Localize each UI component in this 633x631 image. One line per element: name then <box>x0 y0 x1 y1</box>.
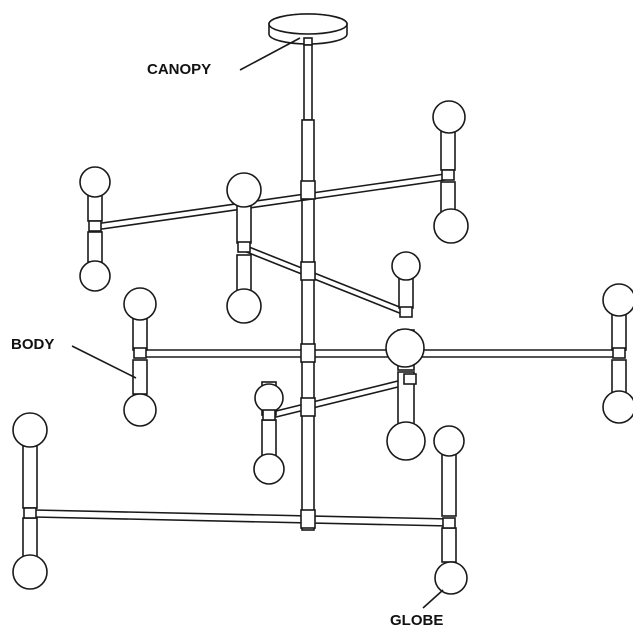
arm-collars <box>23 169 626 529</box>
lamp-down-4 <box>123 359 157 427</box>
label-body: BODY <box>11 336 54 353</box>
lamp-up-7 <box>385 328 425 371</box>
arms <box>33 173 620 527</box>
up-lamps <box>12 100 633 517</box>
lamp-up-2 <box>226 172 262 244</box>
leader-lines <box>71 37 444 609</box>
lamp-up-3 <box>432 100 466 171</box>
body-leader <box>71 345 137 379</box>
lamp-down-6 <box>386 371 426 461</box>
arm-2-edge <box>243 250 408 317</box>
lamp-up-1 <box>79 166 111 222</box>
arm-4-edge <box>267 383 411 420</box>
arm-1 <box>94 173 446 225</box>
arm-5-edge <box>33 516 451 527</box>
central-stem <box>301 44 315 531</box>
label-canopy: CANOPY <box>147 61 211 78</box>
lamp-up-5 <box>123 287 157 351</box>
lamp-down-8 <box>12 517 48 590</box>
hub-joints <box>300 180 316 529</box>
arm-2 <box>243 244 408 311</box>
canopy-leader <box>239 37 301 71</box>
lamp-down-7 <box>253 419 285 485</box>
label-globe: GLOBE <box>390 612 443 629</box>
lamp-down-1 <box>79 231 111 292</box>
lamp-up-10 <box>433 425 465 517</box>
globe-leader <box>422 589 444 609</box>
lamp-up-6 <box>602 283 633 351</box>
arm-5 <box>33 509 451 520</box>
canopy <box>268 13 348 46</box>
lamp-up-4 <box>391 251 421 309</box>
lamp-down-5 <box>602 359 633 424</box>
lamp-up-9 <box>12 412 48 509</box>
lamp-down-2 <box>226 254 262 324</box>
lamp-down-9 <box>434 527 468 595</box>
arm-1-edge <box>94 179 446 231</box>
down-lamps <box>12 181 633 595</box>
arm-4 <box>267 377 411 414</box>
lamp-down-3 <box>433 181 469 244</box>
